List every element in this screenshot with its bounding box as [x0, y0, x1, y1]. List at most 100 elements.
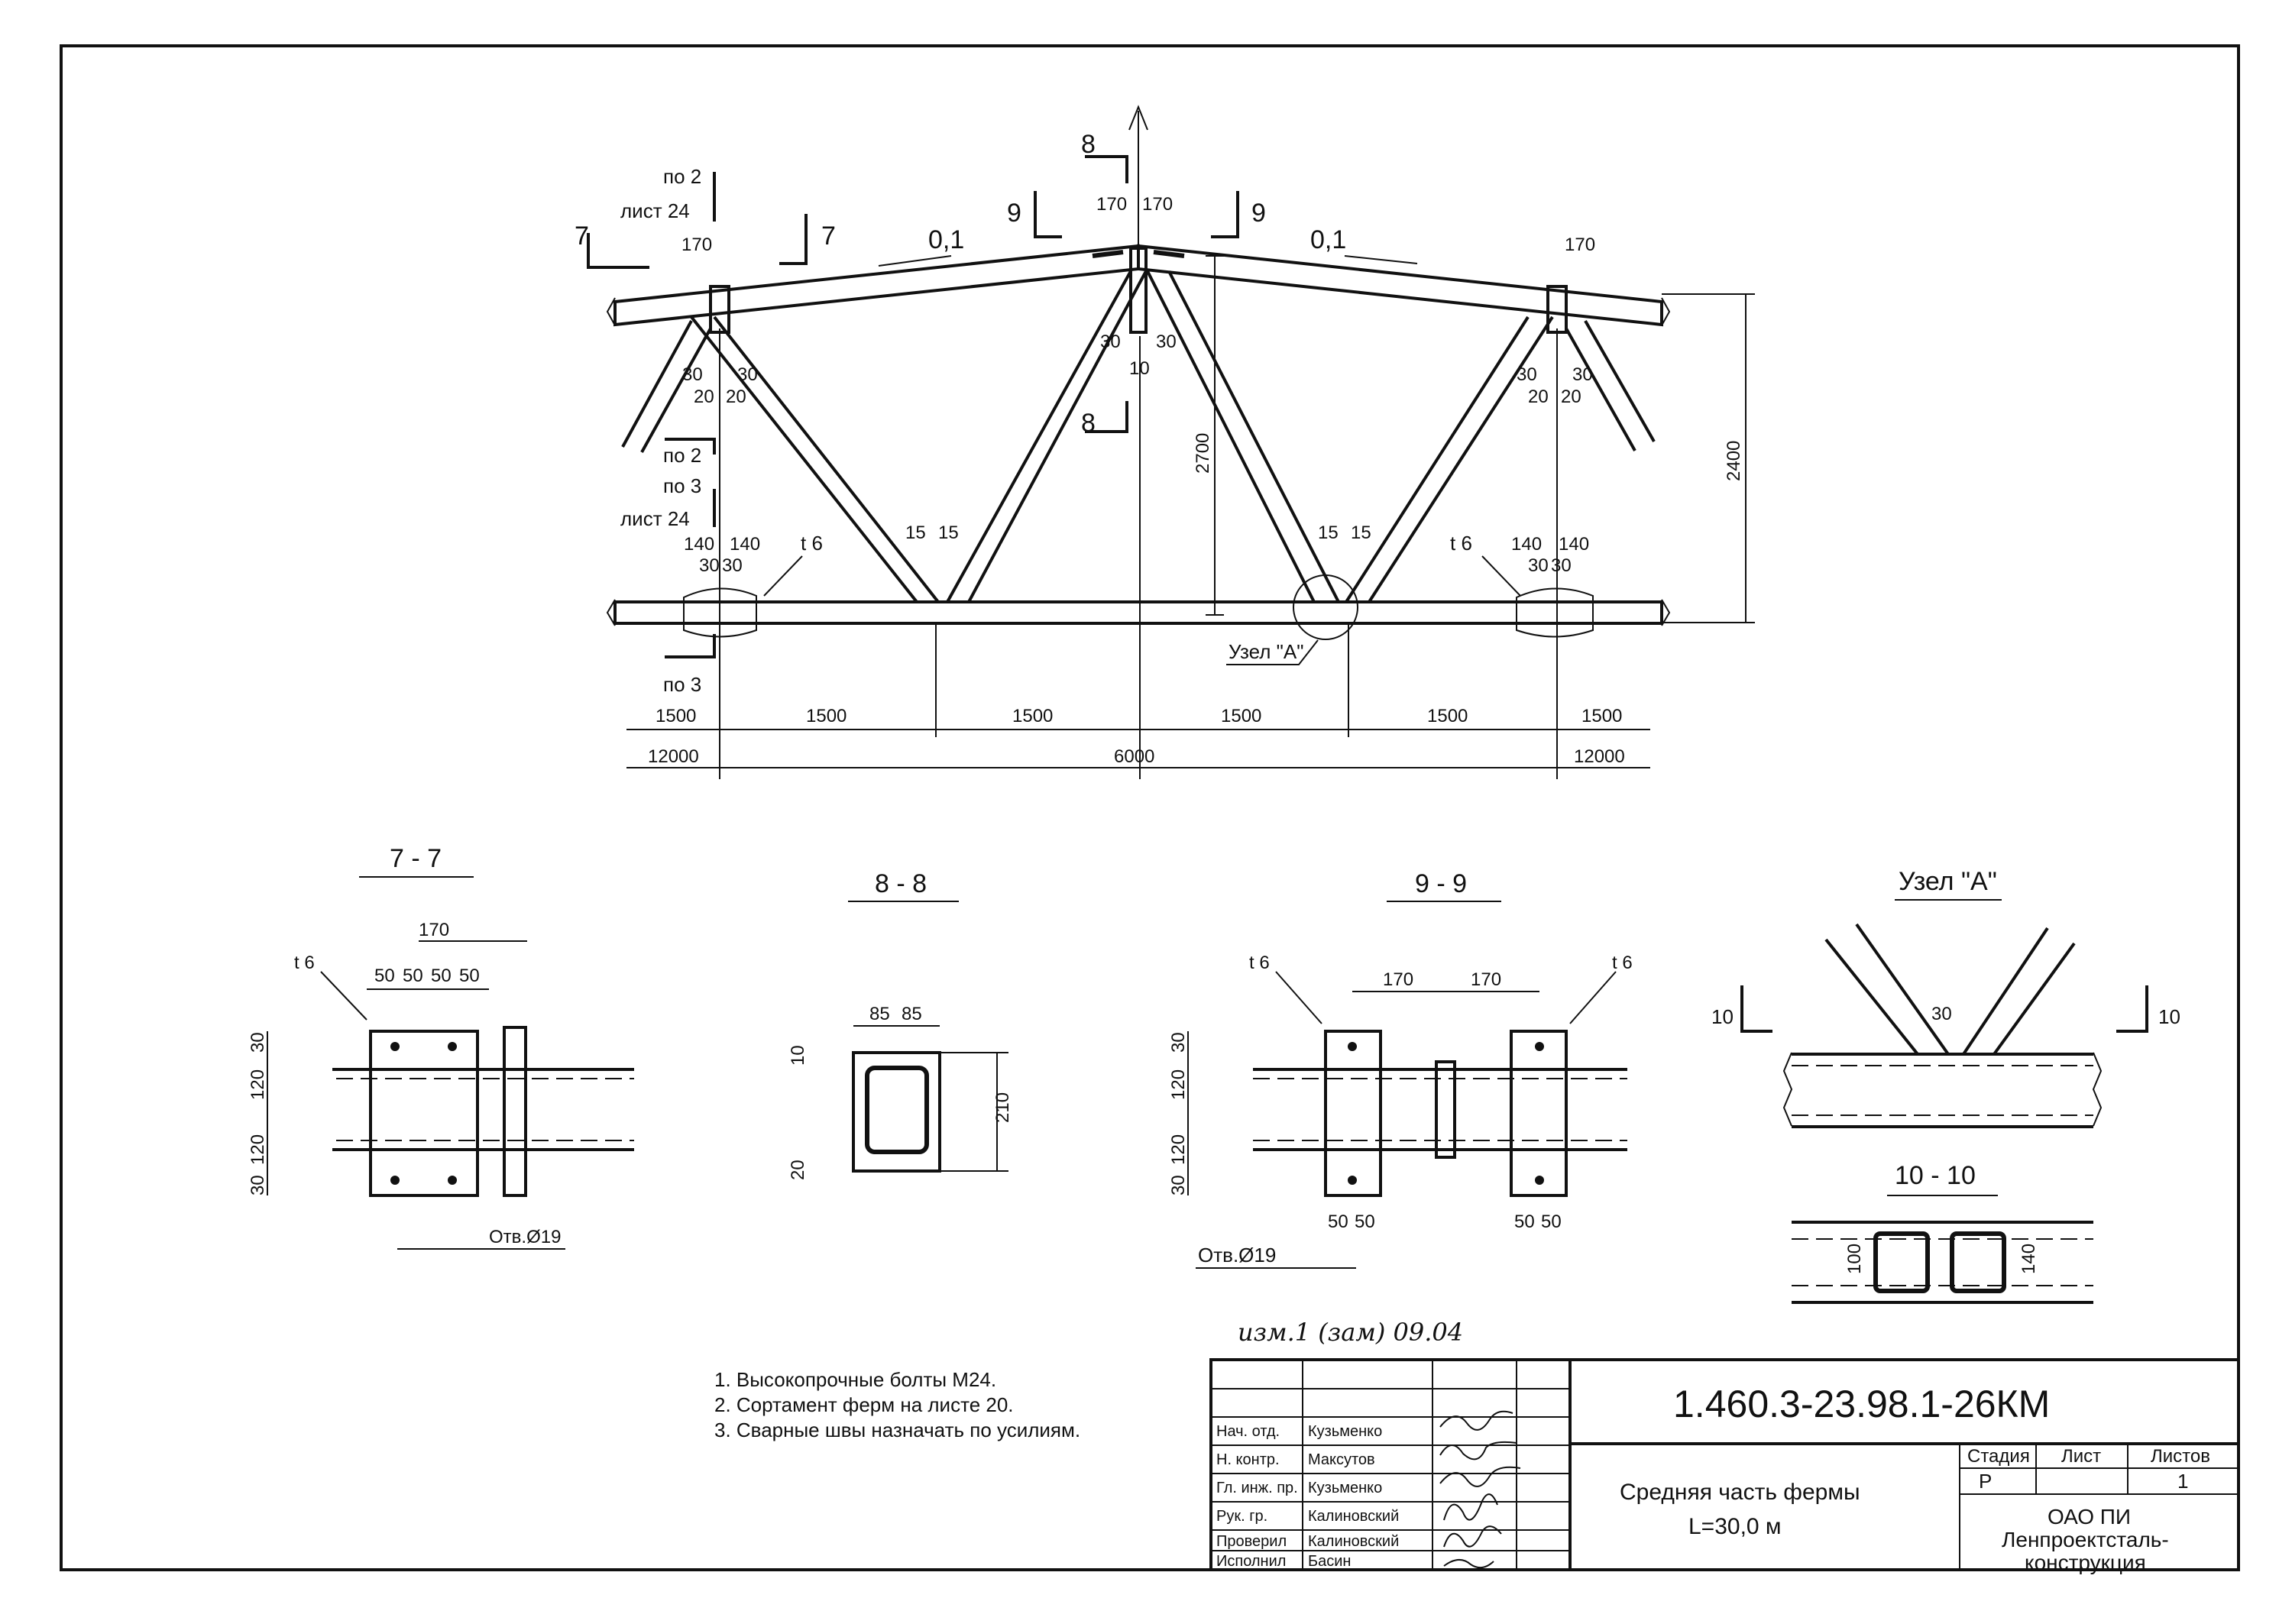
span-6: 1500: [1581, 706, 1622, 726]
name-3: Кузьменко: [1308, 1480, 1382, 1496]
dim-15-r2: 15: [1351, 522, 1371, 543]
diagonal-1: [690, 315, 940, 603]
note-3: 3. Сварные швы назначать по усилиям.: [714, 1419, 1080, 1441]
node-a-chord-dash: [1792, 1065, 2093, 1116]
dim-30-l4: 30: [722, 555, 743, 576]
cut-8-bottom: [1085, 401, 1128, 433]
apex-arrow: [1128, 105, 1148, 244]
s99-plate-right: [1510, 1030, 1568, 1197]
dim-15-l2: 15: [938, 522, 959, 543]
node-a-diag-left: [1824, 923, 1950, 1056]
dim-line-2400: [1662, 293, 1755, 623]
s77-end-plate: [503, 1026, 527, 1197]
slope-arrow-right: [1344, 255, 1418, 264]
s99-d50a: 50: [1328, 1212, 1348, 1232]
node-a-cut-right: [2116, 985, 2148, 1033]
ridge-cover-plates: [1092, 250, 1185, 258]
s88-plate: [852, 1051, 941, 1173]
bottom-splice-right: [1516, 587, 1594, 638]
vertical-dims: 2700 2400: [1193, 255, 1755, 623]
revision-note: изм.1 (зам) 09.04: [1238, 1318, 1463, 1347]
dim-170-apex-left: 170: [1096, 194, 1127, 215]
role-2: Н. контр.: [1216, 1451, 1280, 1468]
s1010-chord: [1792, 1221, 2093, 1304]
ref-po2-bottom: по 2: [663, 444, 701, 467]
sheet-frame: [60, 44, 2240, 1571]
dim-30-r4: 30: [1551, 555, 1572, 576]
stage-value: Р: [1979, 1470, 1992, 1493]
org-line-1: ОАО ПИ: [2048, 1505, 2131, 1529]
s1010-d140: 140: [2018, 1244, 2039, 1274]
ridge-plate: [1129, 247, 1148, 334]
signature-2: [1439, 1441, 1517, 1461]
splice-plate-right: [1546, 285, 1568, 334]
note-1: 1. Высокопрочные болты М24.: [714, 1368, 996, 1391]
top-chord-left: [613, 244, 1140, 327]
node-a-detail: Узел "А" 30 10 10: [1711, 867, 2180, 1128]
section-10-10-title: 10 - 10: [1895, 1161, 1976, 1190]
doc-title-2: L=30,0 м: [1688, 1514, 1782, 1539]
cut-7-left: [587, 233, 649, 269]
tb-rows: [1211, 1388, 1570, 1551]
plate-label-left: t 6: [801, 532, 823, 555]
dim-140-r2: 140: [1559, 534, 1589, 555]
truss-elevation: Узел "А" 0,1 0,1 t 6 t 6: [606, 105, 1671, 665]
dim-extensions: [719, 328, 1558, 779]
s88-d85a: 85: [869, 1004, 890, 1024]
sheets-header: Листов: [2151, 1446, 2210, 1467]
cut-9-left-label: 9: [1007, 199, 1021, 228]
sheets-value: 1: [2177, 1470, 2188, 1493]
span-4: 1500: [1221, 706, 1261, 726]
span-5: 1500: [1427, 706, 1468, 726]
dim-2400: 2400: [1724, 441, 1744, 481]
s99-bolt-3: [1535, 1042, 1544, 1051]
s77-d30a: 30: [248, 1032, 268, 1053]
s88-dim-lines: [853, 1025, 1008, 1172]
s99-bolt-4: [1535, 1176, 1544, 1185]
cut-7-left-label: 7: [575, 222, 589, 251]
s77-bolt-2: [448, 1042, 457, 1051]
diagonal-4: [1345, 315, 1554, 603]
cut-8-top: [1085, 155, 1128, 183]
node-a-leader: [1226, 639, 1319, 665]
s99-plate-leaders: [1275, 971, 1617, 1024]
dim-30-a1: 30: [1100, 332, 1121, 352]
diagonal-3: [1146, 270, 1340, 603]
node-a-d30: 30: [1931, 1004, 1952, 1024]
s77-d50c: 50: [431, 966, 452, 986]
elevation-dims: 170 170 170 170 30 30 20 20 30 30 10 30 …: [681, 194, 1595, 576]
s77-bolt-4: [448, 1176, 457, 1185]
cut-po3-bottom: [665, 634, 716, 658]
node-a-marker: [1293, 574, 1358, 640]
org-line-2: Ленпроектсталь-: [2002, 1528, 2169, 1551]
dim-15-r1: 15: [1318, 522, 1339, 543]
node-a-breaks: [1782, 1052, 2103, 1127]
plate-leader-left: [763, 555, 803, 597]
s77-plate: [369, 1030, 479, 1197]
section-8-8: 8 - 8 85 85 210 10 20: [788, 869, 1013, 1180]
cut-9-left: [1034, 191, 1062, 238]
tb-roles: Нач. отд. Н. контр. Гл. инж. пр. Рук. гр…: [1216, 1423, 1298, 1570]
dim-20-l1: 20: [694, 387, 714, 407]
role-4: Рук. гр.: [1216, 1508, 1267, 1525]
signature-6: [1443, 1559, 1494, 1569]
s77-bolt-1: [390, 1042, 400, 1051]
s77-d50a: 50: [374, 966, 395, 986]
s77-d120a: 120: [248, 1069, 268, 1100]
plate-label-right: t 6: [1450, 532, 1472, 555]
section-9-9: 9 - 9 t 6 t 6 170 170 50 50 50 50 30 120…: [1168, 869, 1633, 1269]
dimension-chains: 1500 1500 1500 1500 1500 1500 12000 6000…: [626, 328, 1650, 779]
dim-170-left: 170: [681, 235, 712, 255]
node-a-cut-right-label: 10: [2158, 1005, 2180, 1028]
s1010-tube-right: [1950, 1231, 2006, 1293]
s77-plate-label: t 6: [294, 953, 315, 973]
dim-20-l2: 20: [726, 387, 746, 407]
dim-30-l1: 30: [682, 364, 703, 385]
dim-30-r1: 30: [1517, 364, 1537, 385]
dim-15-l1: 15: [905, 522, 926, 543]
dim-line-2700: [1206, 255, 1224, 616]
s99-d30a: 30: [1168, 1032, 1189, 1053]
s77-d170: 170: [419, 920, 449, 940]
plate-leader-right: [1481, 555, 1521, 597]
